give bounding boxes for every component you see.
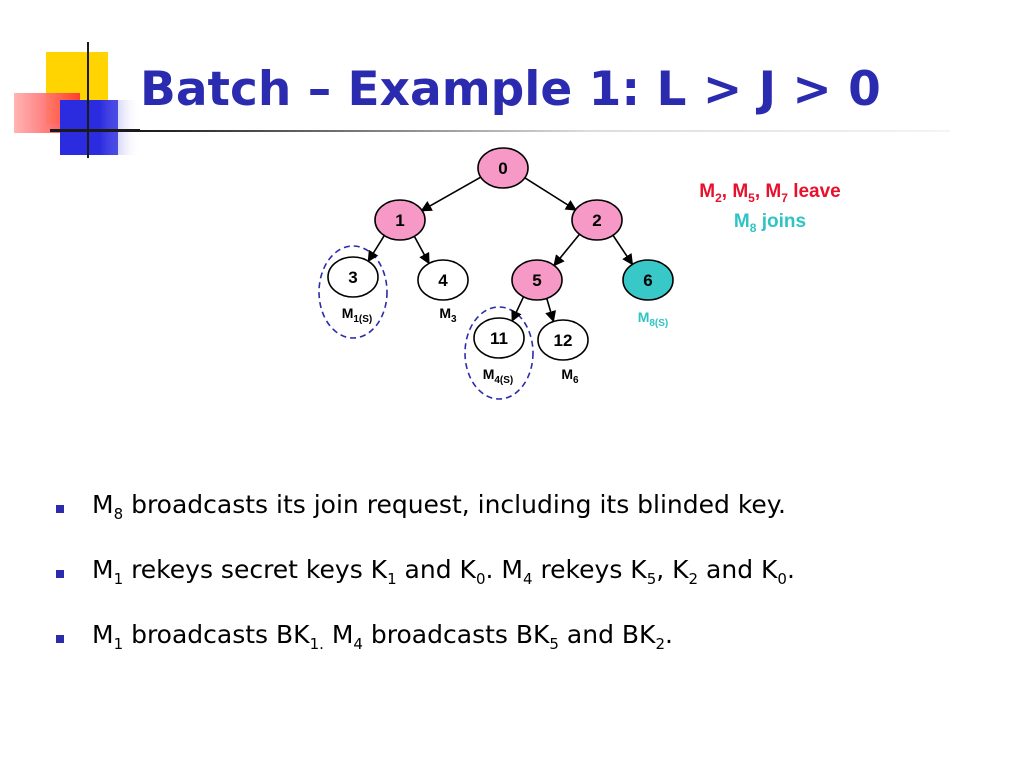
slide-logo-decoration bbox=[14, 42, 140, 158]
tree-node-label: 1 bbox=[395, 211, 404, 230]
tree-node-2: 2 bbox=[571, 199, 623, 241]
tree-edge-5-12 bbox=[545, 297, 557, 323]
tree-node-label: 6 bbox=[643, 271, 652, 290]
tree-node-label: 12 bbox=[554, 331, 573, 350]
tree-edge-5-11 bbox=[511, 295, 525, 322]
bullet-item-join-request: M8 broadcasts its join request, includin… bbox=[52, 490, 795, 555]
member-label-12: M6 bbox=[561, 366, 579, 386]
sponsor-ellipse-11 bbox=[464, 306, 534, 400]
member-label-4: M3 bbox=[439, 305, 457, 325]
bullet-item-broadcasts: M1 broadcasts BK1. M4 broadcasts BK5 and… bbox=[52, 620, 795, 685]
member-label-11: M4(S) bbox=[483, 366, 514, 386]
tree-edge-1-4 bbox=[413, 235, 430, 265]
tree-node-label: 3 bbox=[348, 268, 357, 287]
join-note: M8 joins bbox=[733, 211, 807, 235]
bullet-list: M8 broadcasts its join request, includin… bbox=[52, 490, 795, 685]
slide-title: Batch – Example 1: L > J > 0 bbox=[140, 62, 881, 117]
tree-edge-2-6 bbox=[611, 234, 634, 266]
tree-node-label: 11 bbox=[490, 329, 508, 348]
tree-node-6: 6 bbox=[622, 259, 674, 301]
bullet-item-rekeys: M1 rekeys secret keys K1 and K0. M4 reke… bbox=[52, 555, 795, 620]
tree-node-1: 1 bbox=[374, 199, 426, 241]
tree-node-11: 11 bbox=[473, 317, 525, 359]
tree-node-4: 4 bbox=[417, 259, 469, 301]
tree-edge-2-5 bbox=[553, 233, 581, 267]
tree-edge-1-3 bbox=[367, 234, 386, 263]
sponsor-ellipse-3 bbox=[318, 245, 388, 339]
tree-node-5: 5 bbox=[511, 259, 563, 301]
tree-node-label: 5 bbox=[532, 271, 541, 290]
tree-node-label: 4 bbox=[438, 271, 448, 290]
tree-node-12: 12 bbox=[537, 319, 589, 361]
member-label-6: M8(S) bbox=[638, 309, 669, 329]
tree-node-3: 3 bbox=[327, 256, 379, 298]
tree-node-label: 2 bbox=[592, 211, 601, 230]
title-underline bbox=[50, 130, 950, 132]
tree-edge-0-2 bbox=[523, 176, 577, 211]
tree-node-label: 0 bbox=[498, 159, 507, 178]
tree-edge-0-1 bbox=[420, 175, 482, 212]
member-label-3: M1(S) bbox=[342, 305, 373, 325]
leave-note: M2, M5, M7 leave bbox=[699, 181, 841, 205]
tree-node-0: 0 bbox=[477, 147, 529, 189]
